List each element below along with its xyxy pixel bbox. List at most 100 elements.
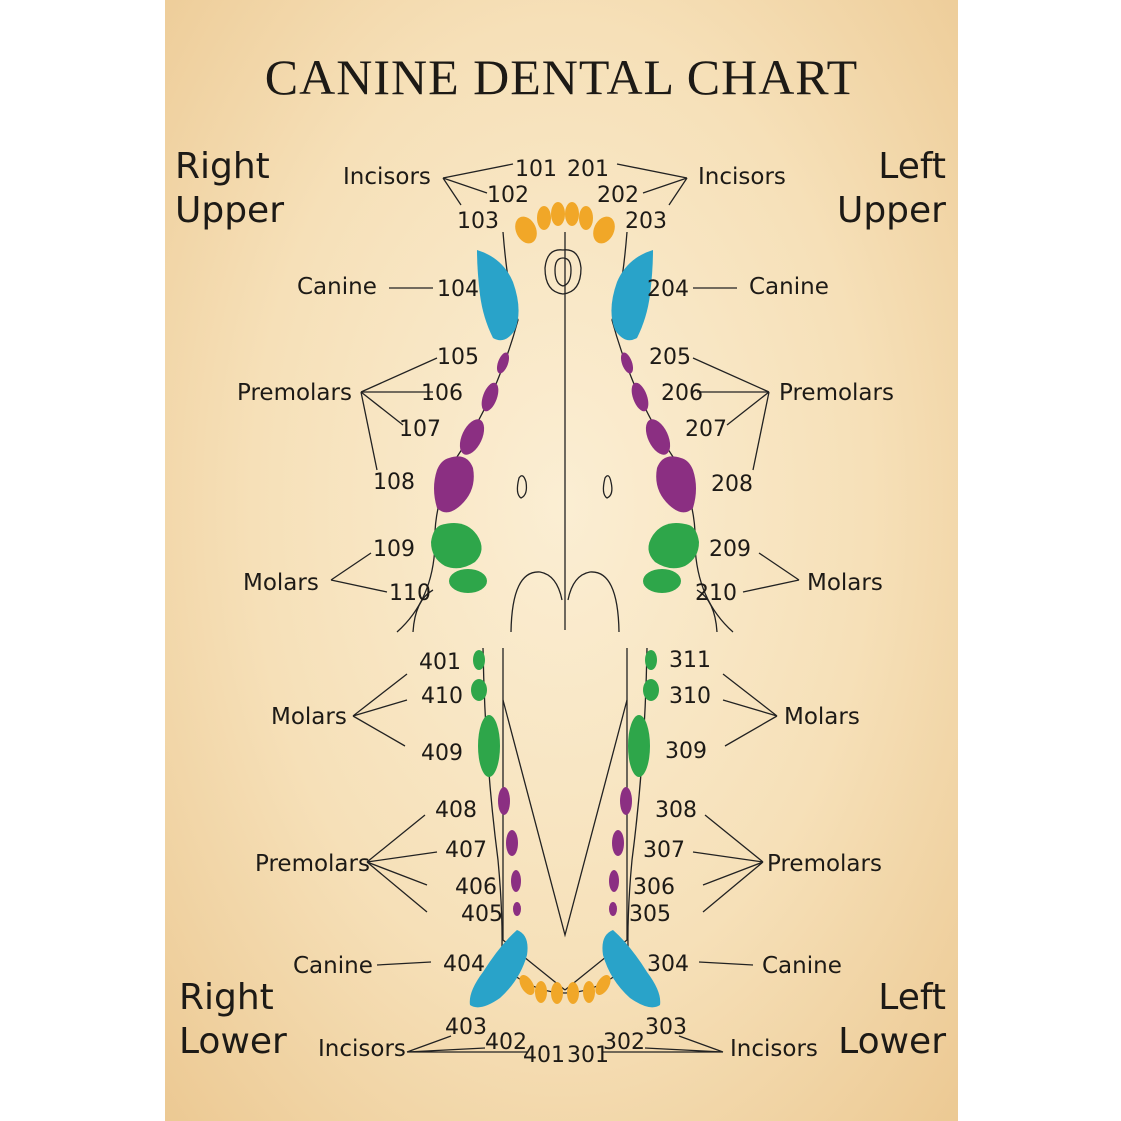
chart-poster: CANINE DENTAL CHART Right Upper Left Upp… <box>165 0 958 1121</box>
tooth-306[interactable] <box>609 870 619 892</box>
number-106: 106 <box>421 381 463 406</box>
number-301: 301 <box>567 1043 609 1068</box>
tooth-110[interactable] <box>449 569 487 593</box>
quadrant-label-line1: Left <box>878 977 946 1018</box>
number-108: 108 <box>373 470 415 495</box>
number-101: 101 <box>515 157 557 182</box>
number-210: 210 <box>695 581 737 606</box>
number-109: 109 <box>373 537 415 562</box>
tooth-201[interactable] <box>565 202 579 226</box>
leader-lines <box>330 163 800 1053</box>
tooth-104[interactable] <box>477 250 519 341</box>
tooth-401-molar[interactable] <box>473 650 485 670</box>
tooth-109[interactable] <box>431 522 482 569</box>
tooth-309[interactable] <box>628 715 650 777</box>
tooth-206[interactable] <box>628 381 651 414</box>
number-102: 102 <box>487 183 529 208</box>
number-105: 105 <box>437 345 479 370</box>
number-308: 308 <box>655 798 697 823</box>
label-premolars-rl: Premolars <box>255 851 370 877</box>
tooth-101[interactable] <box>551 202 565 226</box>
number-104: 104 <box>437 277 479 302</box>
number-401-molar: 401 <box>419 650 461 675</box>
tooth-210[interactable] <box>643 569 681 593</box>
number-306: 306 <box>633 875 675 900</box>
tooth-205[interactable] <box>619 351 636 375</box>
label-canine-ru: Canine <box>297 274 377 300</box>
quadrant-label-line2: Upper <box>175 190 285 231</box>
quadrant-label-line2: Lower <box>179 1021 287 1062</box>
tooth-203[interactable] <box>589 213 619 247</box>
tooth-401[interactable] <box>551 982 563 1004</box>
number-404: 404 <box>443 952 485 977</box>
number-103: 103 <box>457 209 499 234</box>
tooth-308[interactable] <box>620 787 632 815</box>
number-304: 304 <box>647 952 689 977</box>
number-407: 407 <box>445 838 487 863</box>
quadrant-label-line1: Left <box>878 146 946 187</box>
number-403: 403 <box>445 1015 487 1040</box>
quadrant-left-lower: Left Lower <box>838 976 946 1064</box>
quadrant-label-line1: Right <box>179 977 274 1018</box>
lower-teeth <box>469 650 661 1008</box>
tooth-310[interactable] <box>643 679 659 701</box>
tooth-405[interactable] <box>513 902 521 916</box>
tooth-301[interactable] <box>567 982 579 1004</box>
tooth-209[interactable] <box>648 522 699 569</box>
tooth-407[interactable] <box>506 830 518 856</box>
label-premolars-ll: Premolars <box>767 851 882 877</box>
dental-diagram: Incisors Incisors Canine Canine Premolar… <box>237 157 894 1068</box>
label-molars-lu: Molars <box>807 570 883 596</box>
number-201: 201 <box>567 157 609 182</box>
number-209: 209 <box>709 537 751 562</box>
number-408: 408 <box>435 798 477 823</box>
tooth-108[interactable] <box>434 456 474 513</box>
number-405: 405 <box>461 902 503 927</box>
number-110: 110 <box>389 581 431 606</box>
tooth-403[interactable] <box>516 972 537 997</box>
upper-teeth <box>431 202 699 593</box>
quadrant-label-line2: Lower <box>838 1021 946 1062</box>
tooth-307[interactable] <box>612 830 624 856</box>
number-309: 309 <box>665 739 707 764</box>
tooth-304[interactable] <box>602 930 661 1008</box>
tooth-105[interactable] <box>495 351 512 375</box>
tooth-408[interactable] <box>498 787 510 815</box>
tooth-107[interactable] <box>455 416 489 459</box>
tooth-303[interactable] <box>592 972 613 997</box>
quadrant-label-line2: Upper <box>836 190 946 231</box>
quadrant-label-line1: Right <box>175 146 270 187</box>
label-molars-ru: Molars <box>243 570 319 596</box>
tooth-204[interactable] <box>611 250 653 341</box>
number-204: 204 <box>647 277 689 302</box>
tooth-202[interactable] <box>579 206 593 230</box>
tooth-410[interactable] <box>471 679 487 701</box>
number-402: 402 <box>485 1030 527 1055</box>
label-canine-ll: Canine <box>762 953 842 979</box>
number-311: 311 <box>669 648 711 673</box>
tooth-402[interactable] <box>535 981 547 1003</box>
number-410: 410 <box>421 684 463 709</box>
tooth-406[interactable] <box>511 870 521 892</box>
label-incisors-ll: Incisors <box>730 1036 818 1062</box>
tooth-207[interactable] <box>641 416 675 459</box>
label-incisors-rl: Incisors <box>318 1036 406 1062</box>
label-canine-rl: Canine <box>293 953 373 979</box>
tooth-305[interactable] <box>609 902 617 916</box>
tooth-numbers: 101 102 103 104 105 106 107 108 109 110 … <box>373 157 753 1068</box>
quadrant-right-lower: Right Lower <box>179 976 287 1064</box>
tooth-404[interactable] <box>469 930 528 1008</box>
tooth-103[interactable] <box>511 213 541 247</box>
number-208: 208 <box>711 472 753 497</box>
number-107: 107 <box>399 417 441 442</box>
tooth-102[interactable] <box>537 206 551 230</box>
tooth-409[interactable] <box>478 715 500 777</box>
tooth-302[interactable] <box>583 981 595 1003</box>
tooth-208[interactable] <box>656 456 696 513</box>
label-incisors-ru: Incisors <box>343 164 431 190</box>
number-202: 202 <box>597 183 639 208</box>
tooth-311[interactable] <box>645 650 657 670</box>
label-premolars-ru: Premolars <box>237 380 352 406</box>
tooth-106[interactable] <box>478 381 501 414</box>
label-molars-rl: Molars <box>271 704 347 730</box>
